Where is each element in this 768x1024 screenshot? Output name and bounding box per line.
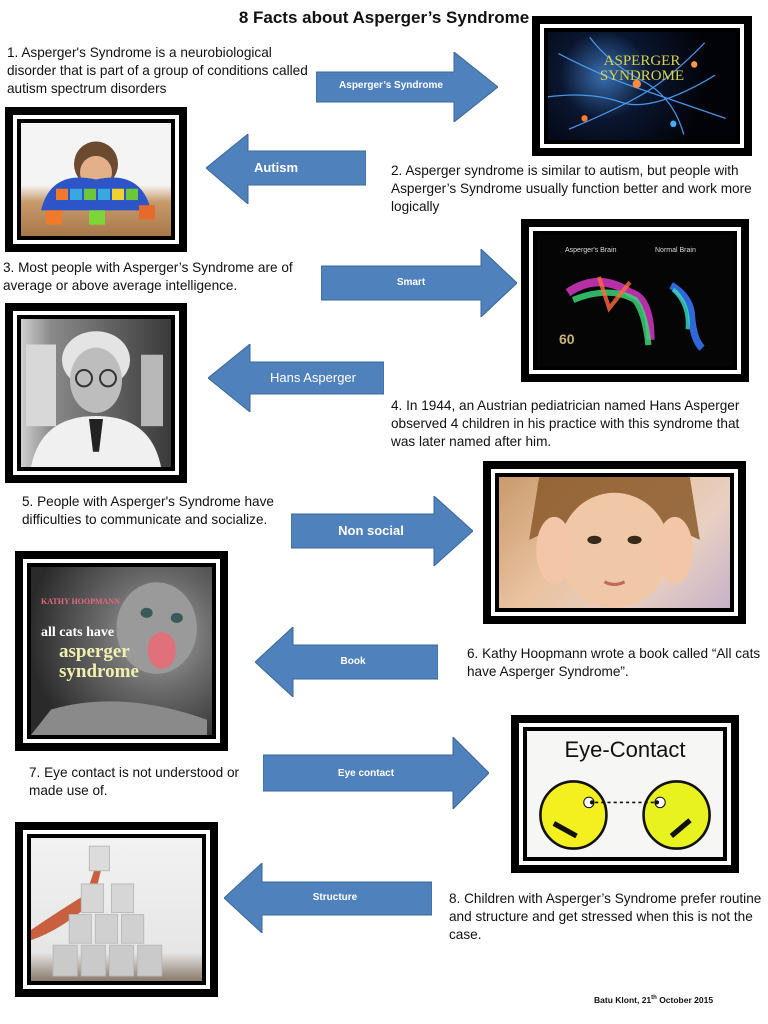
footer-ordinal-suffix: th <box>651 995 657 1002</box>
fact-7-text: 7. Eye contact is not understood or made… <box>29 765 240 798</box>
eye-contact-image: Eye-Contact <box>527 731 723 857</box>
child-covering-ears-photo <box>499 477 730 608</box>
arrow-label: Autism <box>253 160 299 175</box>
arrow-label: Eye contact <box>337 768 395 779</box>
arrow-right-smart: Smart <box>321 249 517 317</box>
image-frame-neurons: ASPERGER SYNDROME <box>532 16 752 156</box>
book-title-line3: syndrome <box>59 661 139 682</box>
fact-4-text: 4. In 1944, an Austrian pediatrician nam… <box>391 398 740 449</box>
book-cover-image: KATHY HOOPMANN all cats have asperger sy… <box>31 567 212 735</box>
arrow-right-shape <box>291 496 473 566</box>
image-frame-hans-asperger <box>5 303 187 483</box>
neuron-caption-line1: ASPERGER <box>603 53 681 69</box>
arrow-left-shape <box>208 344 384 412</box>
author-date-footer: Batu Klont, 21th October 2015 <box>594 995 713 1005</box>
hans-asperger-photo <box>21 319 171 467</box>
fact-3-text: 3. Most people with Asperger’s Syndrome … <box>3 260 293 293</box>
arrow-left-book: Book <box>255 627 438 697</box>
image-frame-autism-blocks <box>5 107 187 252</box>
arrow-right-shape <box>263 737 489 809</box>
arrow-right-shape <box>316 52 498 122</box>
arrow-left-structure: Structure <box>224 863 432 933</box>
image-frame-book-cover: KATHY HOOPMANN all cats have asperger sy… <box>15 551 228 751</box>
autism-blocks-image <box>21 123 171 236</box>
sixty-minutes-logo: 60 <box>559 331 575 347</box>
arrow-left-hans-asperger: Hans Asperger <box>208 344 384 412</box>
fact-1-text: 1. Asperger's Syndrome is a neurobiologi… <box>7 45 308 96</box>
neuron-image: ASPERGER SYNDROME <box>548 32 736 140</box>
image-frame-child-covering-ears <box>483 461 746 624</box>
image-frame-blocks-pyramid <box>15 822 218 997</box>
arrow-left-shape <box>206 134 366 204</box>
brain-right-label: Normal Brain <box>655 247 696 254</box>
book-author: KATHY HOOPMANN <box>41 597 120 606</box>
fact-2-text: 2. Asperger syndrome is similar to autis… <box>391 163 752 214</box>
arrow-label: Non social <box>338 523 404 538</box>
arrow-left-shape <box>255 627 438 697</box>
arrow-right-non-social: Non social <box>291 496 473 566</box>
brain-left-label: Asperger's Brain <box>565 247 617 254</box>
image-frame-eye-contact: Eye-Contact <box>511 715 739 873</box>
arrow-label: Book <box>340 656 366 667</box>
book-title-line2: asperger <box>59 641 130 662</box>
arrow-label: Hans Asperger <box>270 370 356 385</box>
arrow-left-shape <box>224 863 432 933</box>
eye-contact-heading: Eye-Contact <box>564 737 686 762</box>
fact-8-text: 8. Children with Asperger’s Syndrome pre… <box>449 891 762 942</box>
fact-5-text: 5. People with Asperger's Syndrome have … <box>22 494 274 527</box>
book-title-line1: all cats have <box>41 625 115 640</box>
fact-6-text: 6. Kathy Hoopmann wrote a book called “A… <box>467 646 761 679</box>
arrow-left-autism: Autism <box>206 134 366 204</box>
arrow-label: Smart <box>396 277 426 288</box>
blocks-pyramid-photo <box>31 838 202 981</box>
image-frame-brain-scan: Asperger's Brain Normal Brain 60 <box>521 219 749 382</box>
page-title: 8 Facts about Asperger’s Syndrome <box>238 8 530 27</box>
footer-month-year: October 2015 <box>656 995 714 1005</box>
arrow-label: Asperger’s Syndrome <box>339 80 443 91</box>
arrow-right-eye-contact: Eye contact <box>263 737 489 809</box>
arrow-right-shape <box>321 249 517 317</box>
neuron-caption-line2: SYNDROME <box>599 68 685 84</box>
arrow-right-asperger: Asperger’s Syndrome <box>316 52 498 122</box>
footer-author-date: Batu Klont, 21 <box>594 995 652 1005</box>
brain-scan-image: Asperger's Brain Normal Brain 60 <box>537 235 733 366</box>
arrow-label: Structure <box>312 892 358 903</box>
